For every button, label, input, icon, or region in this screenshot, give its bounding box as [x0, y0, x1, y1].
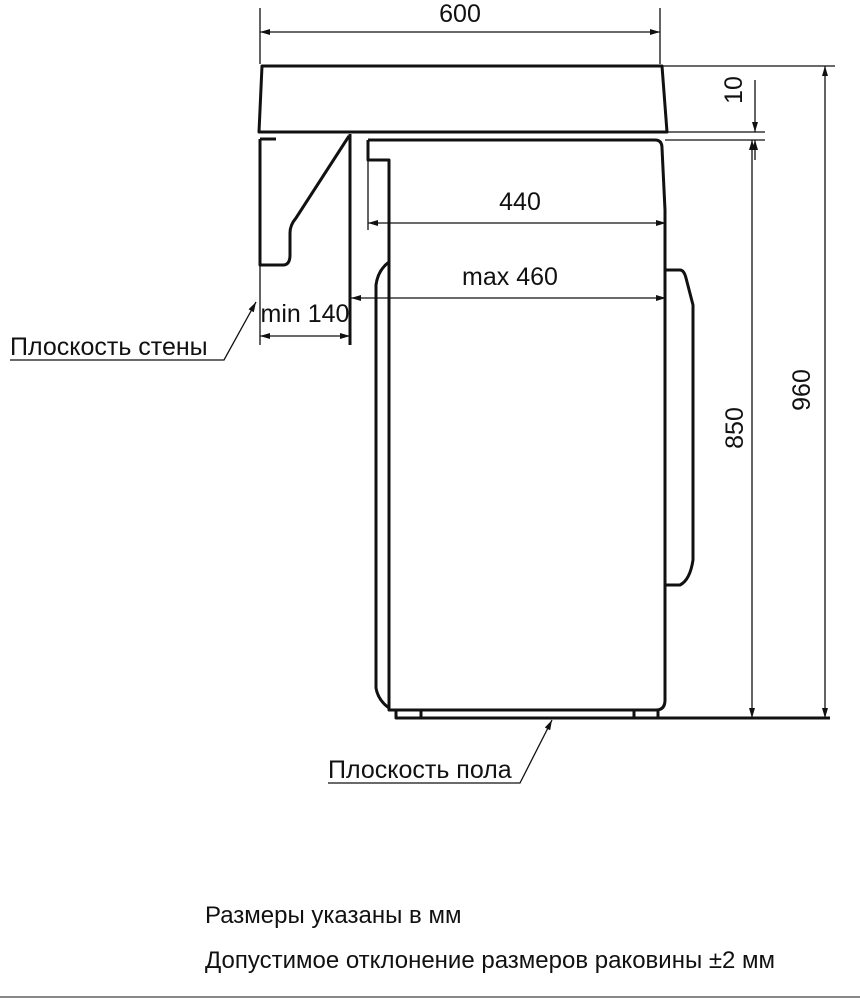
washing-machine-body [366, 138, 667, 712]
wall-leader-line [10, 301, 257, 361]
sink-outline [257, 64, 669, 134]
sink-bracket [258, 134, 352, 345]
dim-label-600: 600 [439, 0, 481, 28]
dim-label-850: 850 [721, 407, 749, 449]
dim-label-max-460: max 460 [462, 263, 558, 291]
dim-label-960: 960 [788, 369, 816, 411]
floor-plane-label: Плоскость пола [328, 756, 512, 784]
dim-label-10: 10 [720, 76, 748, 104]
floor-leader-line [328, 719, 553, 784]
machine-door [665, 268, 695, 587]
note-tolerance: Допустимое отклонение размеров раковины … [205, 947, 775, 974]
machine-rear-panel [374, 260, 390, 710]
dim-label-min-140: min 140 [261, 300, 350, 328]
wall-plane-label: Плоскость стены [10, 333, 208, 361]
dim-label-440: 440 [499, 188, 541, 216]
note-units: Размеры указаны в мм [205, 902, 461, 929]
